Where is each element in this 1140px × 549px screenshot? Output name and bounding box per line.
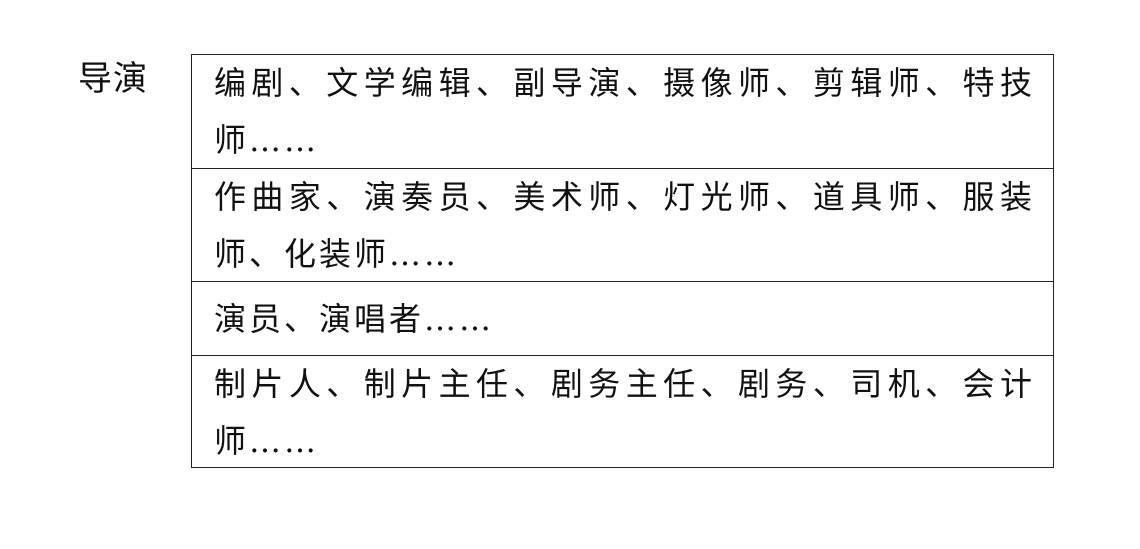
director-label: 导演 [78,59,148,99]
table-row: 制片人、制片主任、剧务主任、剧务、司机、会计师…… [192,355,1053,467]
table-row: 演员、演唱者…… [192,281,1053,355]
table-row: 作曲家、演奏员、美术师、灯光师、道具师、服装师、化装师…… [192,168,1053,281]
table-row: 编剧、文学编辑、副导演、摄像师、剪辑师、特技师…… [214,64,1035,159]
roles-table: 编剧、文学编辑、副导演、摄像师、剪辑师、特技师…… 作曲家、演奏员、美术师、灯光… [191,54,1054,468]
